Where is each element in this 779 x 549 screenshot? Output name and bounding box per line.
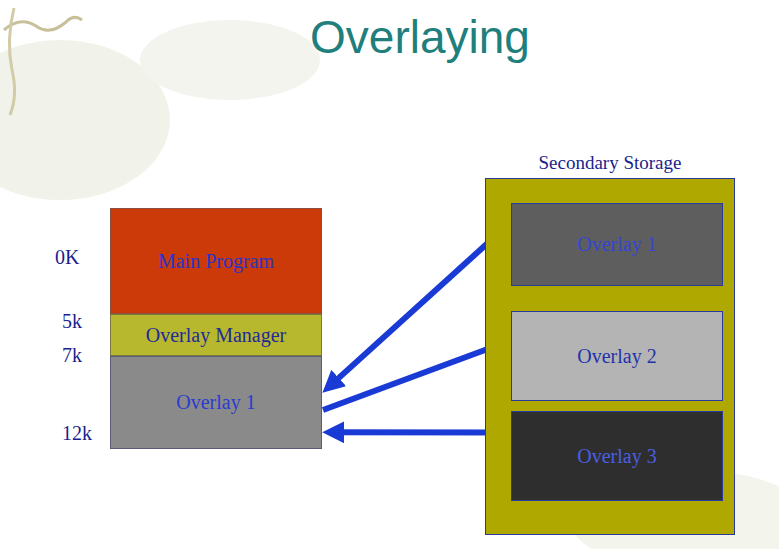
box-label: Overlay 3 — [577, 445, 656, 468]
box-label: Main Program — [158, 250, 274, 273]
slide-title: Overlaying — [60, 10, 779, 64]
curl-ornament — [4, 17, 82, 30]
storage-heading: Secondary Storage — [466, 152, 754, 174]
overlay-manager-box: Overlay Manager — [110, 314, 322, 356]
box-label: Overlay Manager — [146, 324, 287, 347]
overlay-region-box: Overlay 1 — [110, 356, 322, 449]
secondary-storage-box: Secondary StorageOverlay 1Overlay 2Overl… — [485, 178, 735, 535]
overlay-box: Overlay 1 — [511, 203, 723, 286]
swap-arrow — [323, 343, 502, 409]
box-label: Overlay 1 — [577, 233, 656, 256]
swap-arrow — [329, 228, 504, 387]
box-label: Overlay 1 — [176, 391, 255, 414]
curl-ornament — [9, 8, 14, 115]
swap-arrow — [331, 429, 502, 435]
overlay-box: Overlay 3 — [511, 411, 723, 501]
leaf-shadow — [140, 20, 320, 100]
address-label: 12k — [62, 422, 92, 445]
box-label: Overlay 2 — [577, 345, 656, 368]
address-label: 0K — [55, 246, 79, 269]
address-label: 5k — [62, 310, 82, 333]
main-program-box: Main Program — [110, 208, 322, 314]
address-label: 7k — [62, 344, 82, 367]
overlay-box: Overlay 2 — [511, 311, 723, 401]
